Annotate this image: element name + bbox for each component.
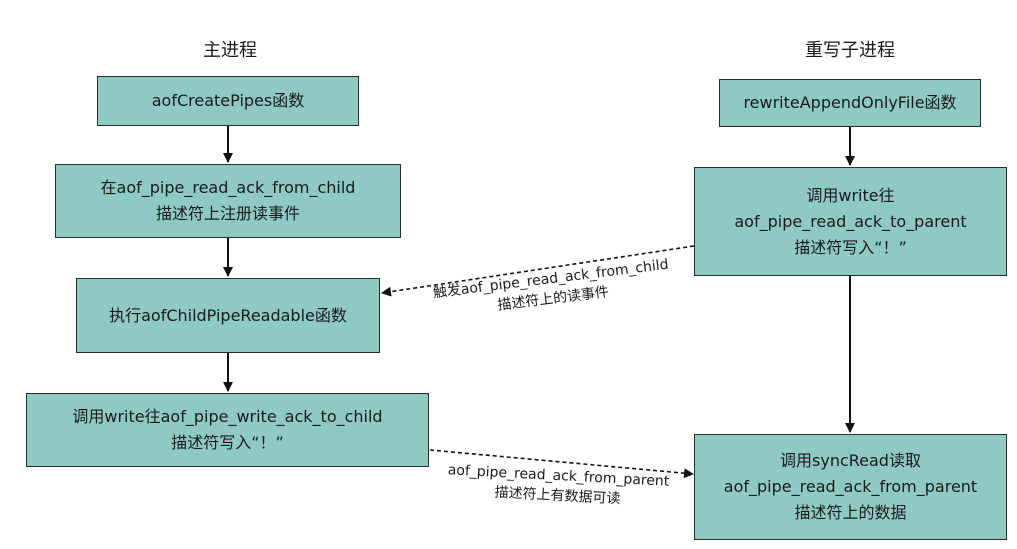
main-step-3-text: 执行aofChildPipeReadable函数 [109, 305, 347, 325]
main-step-child-pipe-readable: 执行aofChildPipeReadable函数 [76, 278, 380, 353]
main-step-4-text-line1: 调用write往aof_pipe_write_ack_to_child [72, 407, 383, 426]
child-step-3-text-line1: 调用syncRead读取 [780, 451, 921, 470]
child-process-title: 重写子进程 [805, 40, 895, 61]
main-step-register-read-event: 在aof_pipe_read_ack_from_child 描述符上注册读事件 [55, 164, 401, 238]
main-step-4-text-line2: 描述符写入“！” [171, 433, 284, 452]
main-step-2-text-line2: 描述符上注册读事件 [155, 204, 300, 223]
main-step-write-ack-to-child: 调用write往aof_pipe_write_ack_to_child 描述符写… [26, 393, 429, 467]
child-step-3-text-line3: 描述符上的数据 [794, 503, 907, 522]
arrow-child-write-to-main-read [381, 245, 695, 297]
child-step-rewrite-append-only-file: rewriteAppendOnlyFile函数 [719, 79, 981, 127]
child-step-sync-read: 调用syncRead读取 aof_pipe_read_ack_from_pare… [694, 434, 1007, 540]
child-step-2-text-line1: 调用write往 [806, 185, 895, 205]
main-step-2-text-line1: 在aof_pipe_read_ack_from_child [100, 178, 356, 197]
child-step-2-text-line2: aof_pipe_read_ack_to_parent [734, 211, 967, 231]
main-step-aof-create-pipes: aofCreatePipes函数 [97, 76, 359, 126]
child-step-write-ack-to-parent: 调用write往 aof_pipe_read_ack_to_parent 描述符… [694, 167, 1007, 276]
main-step-1-text: aofCreatePipes函数 [151, 91, 305, 110]
main-process-title: 主进程 [203, 40, 257, 61]
child-step-1-text: rewriteAppendOnlyFile函数 [743, 93, 957, 112]
arrow-main-write-to-child-read [429, 449, 694, 479]
child-step-3-text-line2: aof_pipe_read_ack_from_parent [723, 477, 978, 496]
child-step-2-text-line3: 描述符写入“！” [794, 237, 907, 257]
